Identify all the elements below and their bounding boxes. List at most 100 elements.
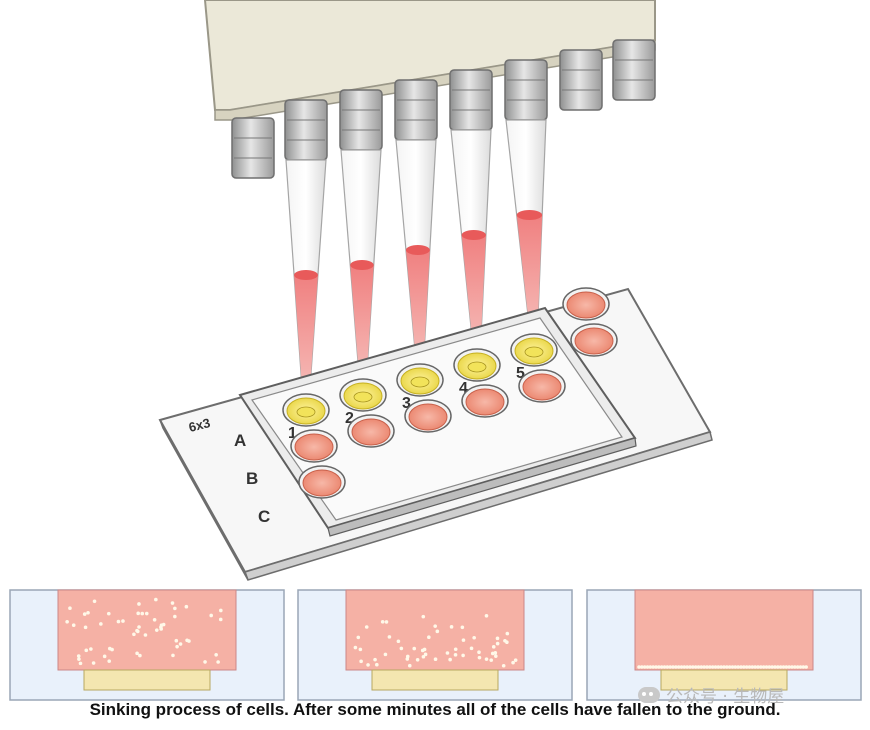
cell <box>375 662 379 667</box>
cell <box>787 665 791 669</box>
cell <box>407 663 412 668</box>
pipette-nozzle <box>559 49 603 111</box>
cell <box>144 611 149 616</box>
cell <box>433 657 438 662</box>
pipette-nozzle <box>231 117 275 179</box>
cell <box>412 646 417 651</box>
cell <box>216 660 220 664</box>
cell <box>383 652 388 657</box>
cell <box>702 665 706 669</box>
cell <box>178 642 183 646</box>
cell <box>676 665 681 669</box>
row-labels: ABC <box>234 431 270 526</box>
well <box>510 333 558 367</box>
cell <box>801 665 806 669</box>
cell <box>448 657 452 662</box>
cell <box>776 665 780 669</box>
cell <box>387 635 392 639</box>
well <box>518 369 566 403</box>
cell <box>665 665 670 669</box>
cell <box>642 665 647 669</box>
column-label: 1 <box>288 425 297 442</box>
cell <box>659 665 664 669</box>
cell <box>99 622 103 626</box>
wechat-icon <box>638 686 660 703</box>
cell <box>493 654 498 658</box>
cell <box>477 655 482 660</box>
well <box>298 465 346 499</box>
cell <box>102 654 107 659</box>
wells <box>282 287 618 499</box>
pipette-tip <box>340 149 382 388</box>
well <box>339 378 387 412</box>
cell <box>174 638 179 643</box>
cell <box>453 647 458 652</box>
cell <box>405 654 410 659</box>
cell <box>423 652 428 657</box>
cell <box>688 665 692 669</box>
cell <box>92 599 97 604</box>
cell <box>152 618 157 622</box>
cell <box>77 657 81 661</box>
cell <box>710 665 715 669</box>
cell <box>380 620 385 624</box>
cell <box>668 665 672 669</box>
cell <box>76 654 81 658</box>
cell <box>753 665 757 669</box>
cell <box>135 628 139 633</box>
row-label: A <box>234 431 246 450</box>
cell <box>415 657 420 662</box>
cell <box>219 608 223 613</box>
cell <box>175 644 179 649</box>
cell <box>356 635 361 640</box>
pipette-tips <box>285 119 547 403</box>
sedimentation-panel <box>9 589 285 701</box>
cell <box>449 625 454 629</box>
cell <box>209 613 213 618</box>
cell <box>421 654 426 659</box>
pipette-nozzle <box>449 69 493 131</box>
cell <box>154 628 159 632</box>
cell <box>696 665 701 669</box>
plate-label: 6x3 <box>187 415 212 435</box>
cell <box>91 661 96 665</box>
cell <box>477 650 481 655</box>
cell <box>171 653 175 658</box>
cell <box>65 619 69 624</box>
cell <box>489 658 494 662</box>
cell <box>121 619 125 623</box>
row-label: B <box>246 469 258 488</box>
cell <box>804 665 808 669</box>
cell <box>484 657 489 661</box>
sedimentation-panel <box>297 589 573 701</box>
multichannel-pipette <box>203 0 656 179</box>
cell <box>742 665 746 669</box>
cell <box>137 625 141 629</box>
well <box>282 393 330 427</box>
cell <box>730 665 735 669</box>
cell <box>493 651 498 655</box>
cell <box>445 651 450 655</box>
cell <box>184 604 189 609</box>
sedimentation-panel <box>586 589 862 701</box>
cell <box>116 619 121 624</box>
cell <box>798 665 803 669</box>
column-label: 5 <box>516 365 525 382</box>
cell <box>713 665 718 669</box>
well <box>396 363 444 397</box>
cell <box>716 665 721 669</box>
cell <box>640 665 644 669</box>
cell <box>784 665 789 669</box>
cell <box>674 665 678 669</box>
well <box>404 399 452 433</box>
cell <box>373 657 377 662</box>
cell <box>469 646 474 651</box>
pipette-tip <box>450 129 492 358</box>
cell <box>781 665 786 669</box>
cell <box>472 635 476 640</box>
cell <box>461 653 465 658</box>
cell <box>422 647 427 652</box>
